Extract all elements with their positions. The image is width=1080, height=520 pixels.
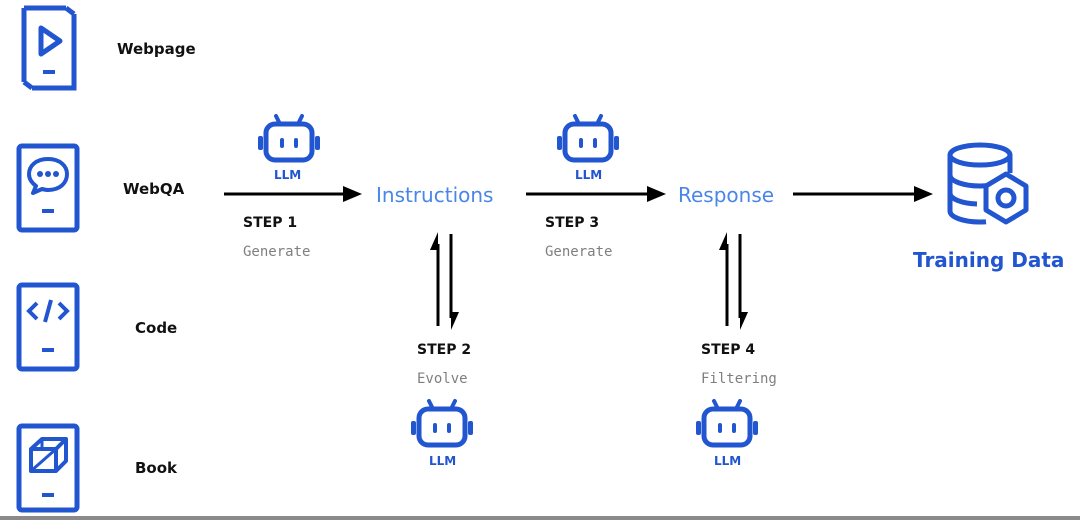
llm-robot-icon (696, 399, 758, 448)
llm-label: LLM (429, 454, 457, 468)
llm-label: LLM (575, 168, 603, 182)
step-3-action: Generate (545, 244, 613, 260)
llm-robot-icon (258, 114, 320, 163)
evolve-bidirectional-arrow (430, 232, 459, 330)
source-label-webqa: WebQA (123, 180, 185, 198)
node-training-data: Training Data (913, 248, 1065, 272)
step-4-title: STEP 4 (701, 342, 756, 358)
code-tablet-icon (16, 282, 80, 372)
step-1-action: Generate (243, 244, 311, 260)
play-tablet-icon (21, 5, 77, 91)
source-label-book: Book (135, 459, 178, 477)
node-instructions: Instructions (376, 183, 494, 207)
step-2-title: STEP 2 (417, 342, 472, 358)
cube-tablet-icon (16, 423, 80, 513)
step-1-title: STEP 1 (243, 215, 298, 231)
filtering-bidirectional-arrow (719, 232, 748, 330)
chat-tablet-icon (16, 143, 80, 233)
llm-label: LLM (714, 454, 742, 468)
arrow-to-instructions (224, 186, 362, 202)
step-2-action: Evolve (417, 371, 468, 387)
step-3-title: STEP 3 (545, 215, 600, 231)
database-icon (947, 142, 1029, 225)
step-4-action: Filtering (701, 371, 777, 387)
bottom-border (0, 516, 1080, 520)
llm-label: LLM (274, 168, 302, 182)
source-label-webpage: Webpage (117, 40, 196, 58)
source-label-code: Code (135, 319, 178, 337)
arrow-to-training-data (793, 186, 933, 202)
llm-robot-icon (411, 399, 473, 448)
node-response: Response (678, 183, 775, 207)
llm-robot-icon (557, 114, 619, 163)
arrow-to-response (526, 186, 666, 202)
